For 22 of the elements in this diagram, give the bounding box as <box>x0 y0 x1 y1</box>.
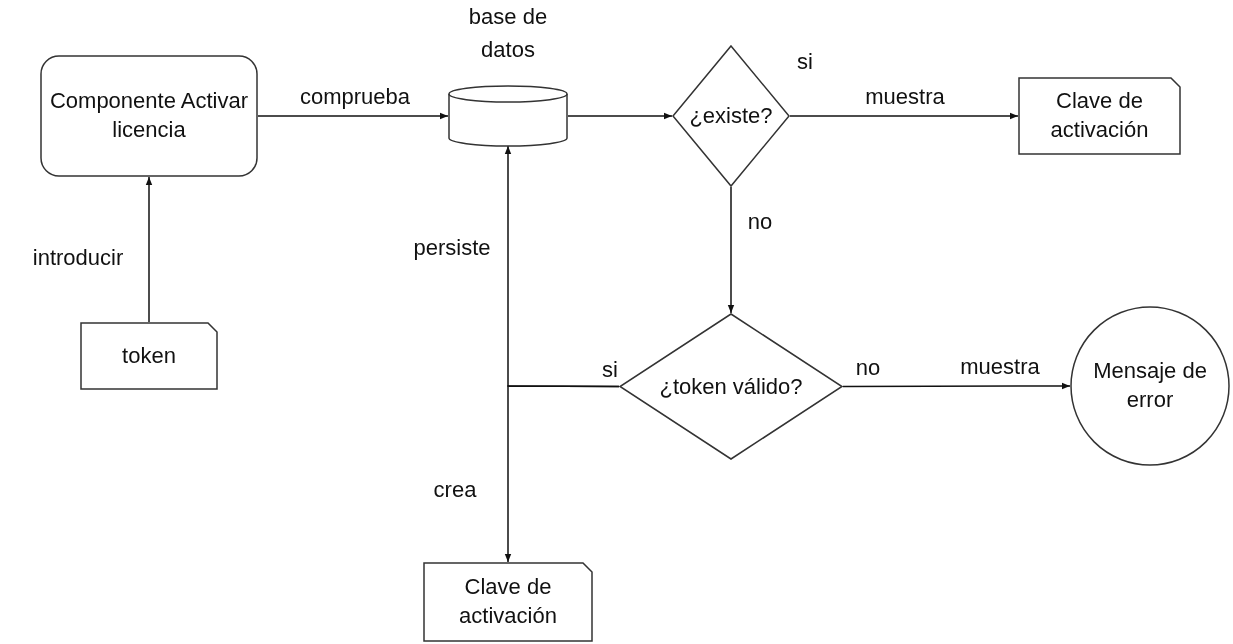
node-label: token <box>121 341 177 370</box>
node-label: Mensaje de error <box>1092 357 1208 414</box>
arrow <box>789 112 1019 120</box>
decision-diamond <box>672 45 790 187</box>
arrow <box>567 112 673 120</box>
arrow <box>257 112 449 120</box>
arrow <box>842 382 1071 390</box>
node-label: ¿token válido? <box>658 372 804 401</box>
decision-diamond <box>619 313 843 460</box>
arrow <box>145 176 153 323</box>
process-box <box>40 55 258 177</box>
document-box <box>80 322 218 390</box>
node-label: Clave de activación <box>458 573 558 630</box>
node-label: Clave de activación <box>1049 87 1150 144</box>
node-label: Componente Activar licencia <box>48 87 250 144</box>
terminal-circle <box>1070 306 1230 466</box>
node-label: base de datos <box>467 3 549 64</box>
arrow <box>727 186 735 314</box>
document-box <box>1018 77 1181 155</box>
arrow <box>504 385 620 563</box>
document-box <box>423 562 593 642</box>
node-label: ¿existe? <box>688 101 774 130</box>
